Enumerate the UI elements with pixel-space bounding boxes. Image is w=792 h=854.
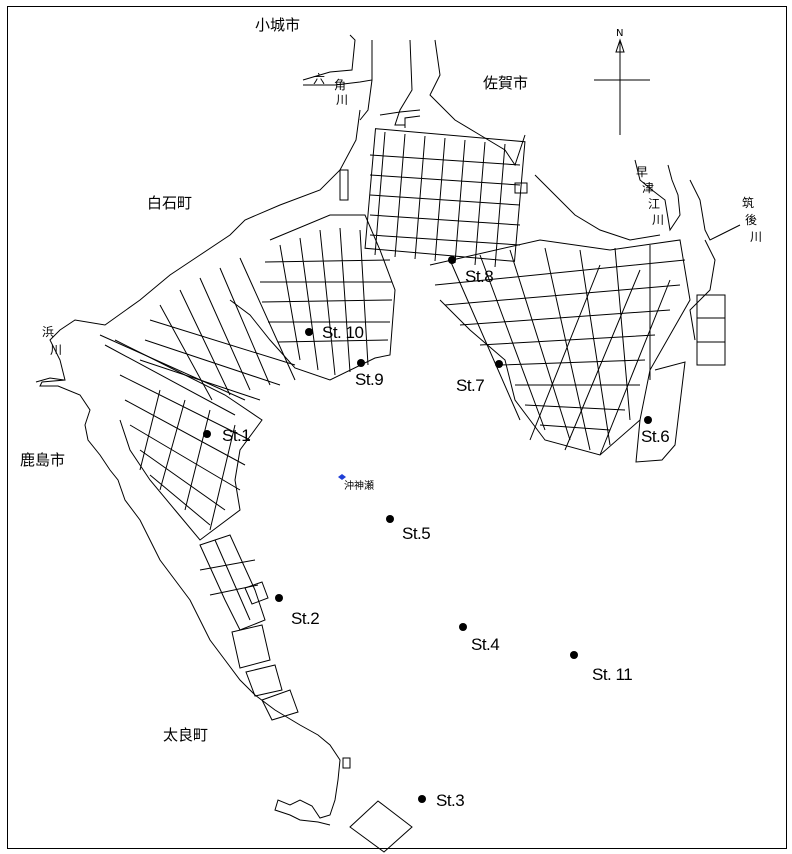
place-tara: 太良町 [163,726,208,744]
river-chikugo-2: 後 [745,213,757,227]
grid-block-far-east [635,294,726,463]
station-9-label: St.9 [355,370,383,389]
place-saga: 佐賀市 [483,74,528,92]
saga-coastline [429,39,661,241]
station-11: St. 11 [570,651,633,684]
river-names: 六 角 川 早 津 江 川 筑 後 川 浜 川 [42,72,762,357]
place-shiroishi: 白石町 [147,194,192,212]
station-3: St.3 [418,791,465,810]
grid-block-south [199,534,299,721]
map-frame [7,6,787,849]
station-2: St.2 [275,594,320,628]
offshore-platform [349,800,413,853]
river-chikugo-3: 川 [750,230,762,244]
station-4: St.4 [459,623,500,654]
station-1: St.1 [203,426,251,445]
river-hayatsue-4: 川 [652,213,664,227]
station-10: St. 10 [305,323,364,342]
station-11-label: St. 11 [592,665,632,684]
chikugo-river [689,179,741,341]
station-5: St.5 [386,515,431,543]
station-9: St.9 [355,359,384,389]
place-names: 小城市 佐賀市 白石町 鹿島市 太良町 [20,16,528,744]
stations: St.1 St.2 St.3 St.4 St.5 St.6 St.7 St.8 [203,256,670,810]
hayatsue-river [634,159,681,232]
station-7-label: St.7 [456,376,484,395]
place-ogi: 小城市 [255,16,300,34]
river-hayatsue-1: 早 [636,165,648,179]
coastlines [35,34,741,826]
rokkaku-river-west-bank [302,34,356,81]
station-3-label: St.3 [436,791,464,810]
station-7: St.7 [456,360,503,395]
station-1-label: St.1 [222,426,250,445]
shoal-marker [338,474,346,480]
river-hama-1: 浜 [42,325,54,339]
grid-block-north [339,109,528,268]
station-8: St.8 [448,256,494,286]
west-coastline [39,109,361,826]
station-4-label: St.4 [471,635,499,654]
river-hama-2: 川 [50,343,62,357]
shoal-okinokamise: 沖神瀬 [338,474,374,492]
station-5-label: St.5 [402,524,430,543]
station-6-label: St.6 [641,427,669,446]
river-hayatsue-2: 津 [642,181,654,195]
place-kashima: 鹿島市 [20,451,65,469]
north-arrow: N [594,28,650,135]
river-hayatsue-3: 江 [648,197,660,211]
grid-block-west-fan [139,214,396,401]
river-rokkaku-2: 角 [334,78,346,92]
station-2-label: St.2 [291,609,319,628]
station-8-label: St.8 [465,267,493,286]
station-10-label: St. 10 [322,323,363,342]
north-label: N [616,28,623,39]
station-6: St.6 [641,416,670,446]
river-rokkaku-3: 川 [336,93,348,107]
pond-marker [342,757,351,769]
shoal-label: 沖神瀬 [344,479,374,492]
grid-block-southwest [99,334,263,541]
aquaculture-grids [99,109,726,721]
rokkaku-river-east-bank [303,40,373,86]
river-chikugo-1: 筑 [742,195,754,210]
rokkaku-channel [359,39,413,126]
river-rokkaku-1: 六 [313,72,325,86]
hama-river-mouth [35,377,65,383]
